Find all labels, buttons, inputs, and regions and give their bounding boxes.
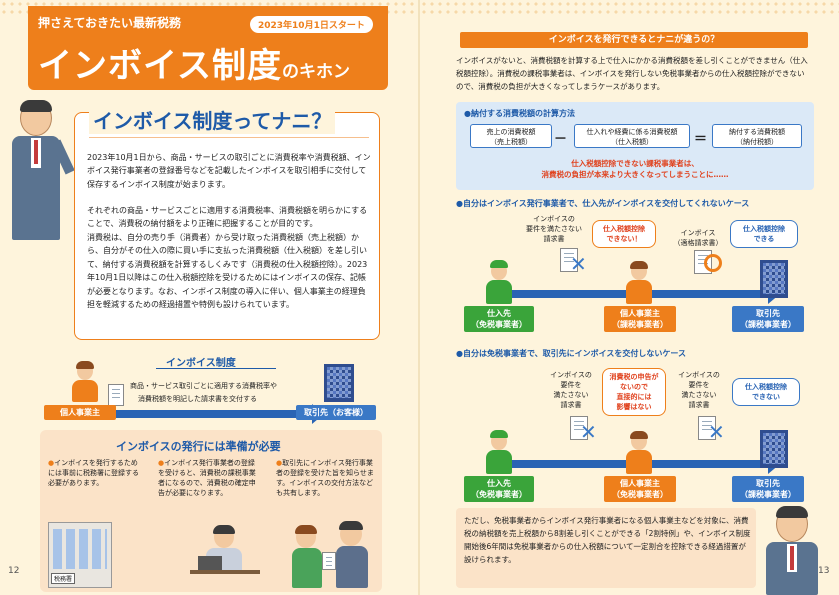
calc-sales-tax-box: 売上の消費税額 （売上税額） xyxy=(470,124,552,148)
note-box: ただし、免税事業者からインボイス発行事業者になる個人事業主などを対象に、消費税の… xyxy=(456,508,756,588)
title-banner: 押さえておきたい最新税務 2023年10月1日スタート インボイス制度のキホン xyxy=(28,6,388,90)
invoice-diagram-desc-1: 商品・サービス取引ごとに適用する消費税率や xyxy=(130,382,277,390)
case1-title: ●自分はインボイス発行事業者で、仕入先がインボイスを交付してくれないケース xyxy=(456,199,750,208)
client-building-icon xyxy=(324,364,354,402)
case2-doc1-label: インボイスの 要件を 満たさない 請求書 xyxy=(550,371,592,409)
clients-illustration xyxy=(292,521,378,590)
right-header: インボイスを発行できるとナニが違うの？ xyxy=(460,32,808,48)
case1-self-label: 個人事業主 （課税事業者） xyxy=(604,306,676,332)
prep-title: インボイスの発行には準備が必要 xyxy=(116,440,281,453)
case1-client-building-icon xyxy=(760,260,788,298)
case2-self-illustration xyxy=(626,431,652,474)
right-header-text: インボイスを発行できるとナニが違うの？ xyxy=(548,35,720,45)
banner-date-tag: 2023年10月1日スタート xyxy=(250,16,373,33)
case2-title: ●自分は免税事業者で、取引先にインボイスを交付しないケース xyxy=(456,349,687,358)
businessman-right-illustration xyxy=(762,506,822,595)
case1-cross-icon: ✕ xyxy=(570,252,587,276)
prep-box: インボイスの発行には準備が必要 ●インボイスを発行するためには事前に税務署に登録… xyxy=(40,430,382,592)
case2-doc2-label: インボイスの 要件を 満たさない 請求書 xyxy=(678,371,720,409)
case2-self-label: 個人事業主 （免税事業者） xyxy=(604,476,676,502)
left-page: 押さえておきたい最新税務 2023年10月1日スタート インボイス制度のキホン … xyxy=(0,0,420,592)
intro-card: インボイス制度ってナニ？ 2023年10月1日から、商品・サービスの取引ごとに消… xyxy=(74,105,380,340)
prep-item-1: ●インボイスを発行するためには事前に税務署に登録する必要があります。 xyxy=(48,459,139,487)
invoice-document-icon xyxy=(108,384,124,406)
case2-right-bubble: 仕入税額控除 できない xyxy=(732,378,800,406)
banner-title-suffix: のキホン xyxy=(281,62,350,82)
case1-bad-doc-label: インボイスの 要件を満たさない 請求書 xyxy=(526,215,582,243)
case1-supplier-label: 仕入先 （免税事業者） xyxy=(464,306,534,332)
calc-purchase-tax-box: 仕入れや経費に係る消費税額 （仕入税額） xyxy=(574,124,690,148)
from-label: 個人事業主 xyxy=(44,405,116,420)
dot-pattern-right xyxy=(420,0,839,16)
intro-heading: インボイス制度ってナニ？ xyxy=(89,105,336,134)
case1-self-illustration xyxy=(626,261,652,304)
case2-supplier-illustration xyxy=(486,430,512,474)
right-page: インボイスを発行できるとナニが違うの？ インボイスがないと、消費税額を計算する上… xyxy=(420,0,839,595)
intro-paragraph-1: 2023年10月1日から、商品・サービスの取引ごとに消費税率や消費税額、インボイ… xyxy=(87,153,371,189)
calc-title: ●納付する消費税額の計算方法 xyxy=(464,109,575,118)
intro-paragraph-2: それぞれの商品・サービスごとに適用する消費税率、消費税額を明らかにすることで、消… xyxy=(87,206,368,229)
case2-client-label: 取引先 （課税事業者） xyxy=(732,476,804,502)
invoice-diagram-title: インボイス制度 xyxy=(166,358,236,369)
right-page-number: 13 xyxy=(818,566,830,576)
case1-circle-icon xyxy=(704,254,722,272)
banner-title: インボイス制度のキホン xyxy=(38,38,350,87)
calc-warning: 仕入税額控除できない課税事業者は、 消費税の負担が本来より大きくなってしまうこと… xyxy=(541,159,729,179)
prep-item-2: ●インボイス発行事業者の登録を受けると、消費税の課税事業者になるので、消費税の確… xyxy=(158,459,256,497)
case2-doc2-icon xyxy=(698,416,716,440)
banner-subtitle: 押さえておきたい最新税務 xyxy=(38,16,182,30)
calc-equals: ＝ xyxy=(694,132,708,147)
case1-client-label: 取引先 （課税事業者） xyxy=(732,306,804,332)
case2-mid-bubble: 消費税の申告が ないので 直接的には 影響はない xyxy=(602,368,666,416)
case1-mid-bubble: 仕入税額控除 できない！ xyxy=(592,220,656,248)
intro-paragraph-3: 消費税は、自分の売り手（消費者）から受け取った消費税額（売上税額）から、自分がそ… xyxy=(87,233,368,310)
case2-supplier-label: 仕入先 （免税事業者） xyxy=(464,476,534,502)
case2-client-building-icon xyxy=(760,430,788,468)
tax-office-illustration: 税務署 xyxy=(48,522,112,588)
case1-bad-invoice-icon xyxy=(560,248,578,272)
right-intro: インボイスがないと、消費税額を計算する上で仕入にかかる消費税額を差し引くことがで… xyxy=(456,56,808,91)
case2-cross-icon-2: ✕ xyxy=(708,420,725,444)
calc-box: ●納付する消費税額の計算方法 売上の消費税額 （売上税額） － 仕入れや経費に係… xyxy=(456,102,814,190)
case1-supplier-illustration xyxy=(486,260,512,304)
left-page-number: 12 xyxy=(8,566,20,576)
calc-minus: － xyxy=(554,132,568,147)
to-label: 取引先（お客様） xyxy=(296,405,376,420)
tax-office-sign: 税務署 xyxy=(51,573,76,584)
accountant-illustration xyxy=(190,525,260,590)
businessman-illustration xyxy=(4,100,75,240)
note-text: ただし、免税事業者からインボイス発行事業者になる個人事業主などを対象に、消費税の… xyxy=(464,516,751,564)
invoice-diagram-desc-2: 消費税額を明記した請求書を交付する xyxy=(138,395,257,403)
case1-good-doc-label: インボイス （適格請求書） xyxy=(673,229,723,247)
sole-proprietor-illustration xyxy=(72,361,98,402)
case1-right-bubble: 仕入税額控除 できる xyxy=(730,220,798,248)
banner-title-main: インボイス制度 xyxy=(38,46,282,86)
prep-item-3: ●取引先にインボイス発行事業者の登録を受けた旨を知らせます。インボイスの交付方法… xyxy=(276,459,374,497)
page-fold xyxy=(418,0,421,595)
case2-doc1-icon xyxy=(570,416,588,440)
case2-cross-icon-1: ✕ xyxy=(580,420,597,444)
invoice-flow-arrow xyxy=(44,410,316,418)
calc-payable-tax-box: 納付する消費税額 （納付税額） xyxy=(712,124,802,148)
